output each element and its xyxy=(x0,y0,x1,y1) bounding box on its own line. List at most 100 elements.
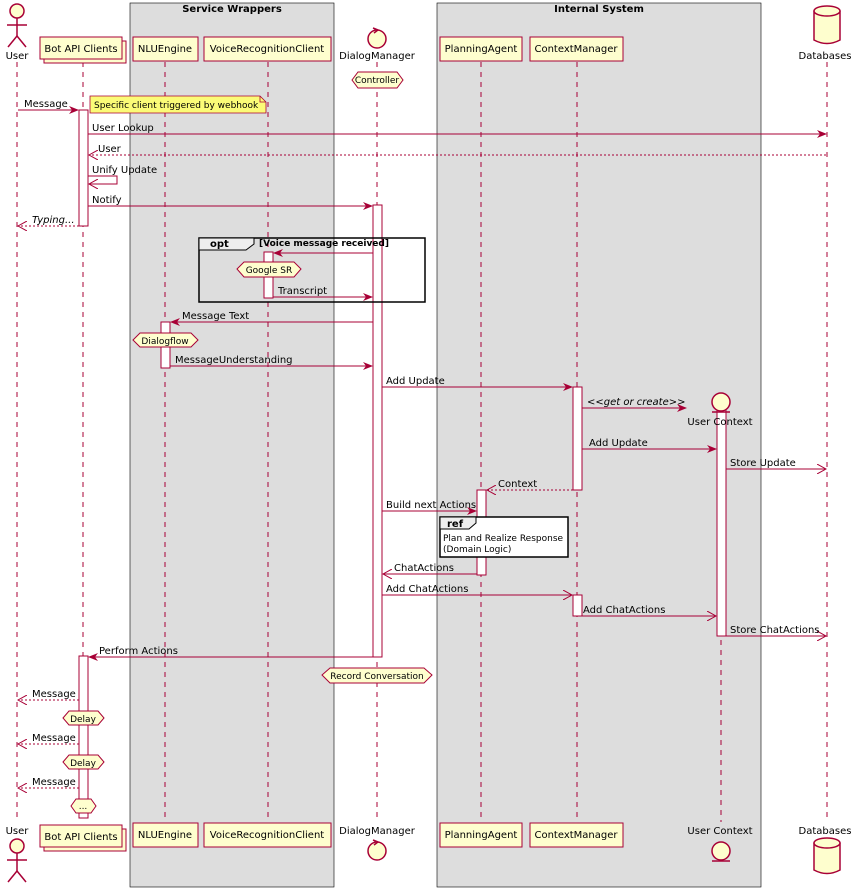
label-build-next-actions: Build next Actions xyxy=(386,500,476,511)
participant-databases-bottom: Databases xyxy=(799,826,852,875)
label-message-out-3: Message xyxy=(32,777,76,788)
hex-record-conversation-label: Record Conversation xyxy=(330,672,423,682)
label-unify-update: Unify Update xyxy=(92,165,157,176)
label-message-text: Message Text xyxy=(182,311,249,322)
fragment-opt: opt [Voice message received] xyxy=(198,237,426,303)
label-store-update: Store Update xyxy=(730,458,796,469)
label-add-update: Add Update xyxy=(386,376,445,387)
label-add-chat-actions-2: Add ChatActions xyxy=(583,605,665,616)
participant-bot-api-clients-label: Bot API Clients xyxy=(44,44,117,55)
participant-planning-agent-top: PlanningAgent xyxy=(439,36,523,62)
box-title-service-wrappers: Service Wrappers xyxy=(182,4,282,15)
activation-context-manager-2 xyxy=(572,594,583,617)
control-icon xyxy=(367,841,387,861)
participant-dialog-manager-bottom: DialogManager xyxy=(339,826,416,861)
fragment-ref-keyword: ref xyxy=(447,519,464,530)
label-message-out-2: Message xyxy=(32,733,76,744)
participant-planning-agent-bottom-label: PlanningAgent xyxy=(445,830,518,841)
actor-user-bottom xyxy=(7,838,27,883)
label-store-chat-actions: Store ChatActions xyxy=(730,625,820,636)
fragment-ref-line1: Plan and Realize Response xyxy=(443,534,564,544)
hex-controller: Controller xyxy=(351,71,404,89)
label-message-understanding: MessageUnderstanding xyxy=(175,355,293,366)
participant-user-context-label-mid: User Context xyxy=(687,417,752,428)
label-user-return: User xyxy=(98,144,122,155)
hex-google-sr: Google SR xyxy=(236,261,302,278)
note-webhook: Specific client triggered by webhook xyxy=(89,95,267,114)
participant-voice-recognition-client-bottom: VoiceRecognitionClient xyxy=(203,822,332,848)
participant-dialog-manager-bottom-label: DialogManager xyxy=(339,826,416,837)
activation-context-manager-1 xyxy=(572,386,583,491)
participants-bottom: User Bot API Clients NLUEngine VoiceReco… xyxy=(6,822,852,883)
hex-dialogflow: Dialogflow xyxy=(132,332,199,348)
participant-databases-label: Databases xyxy=(799,51,852,62)
label-message-out-1: Message xyxy=(32,689,76,700)
hex-ellipsis-label: ... xyxy=(79,802,88,812)
entity-icon xyxy=(711,841,731,861)
actor-head-icon xyxy=(9,838,25,854)
activation-dialog-manager xyxy=(372,204,383,658)
hex-ellipsis: ... xyxy=(70,798,97,814)
note-text: Specific client triggered by webhook xyxy=(94,101,259,111)
label-transcript: Transcript xyxy=(277,286,327,297)
hex-record-conversation: Record Conversation xyxy=(321,667,433,684)
label-perform-actions: Perform Actions xyxy=(99,646,178,657)
box-title-internal-system: Internal System xyxy=(554,4,644,15)
participant-context-manager-bottom-label: ContextManager xyxy=(534,830,618,841)
participants-top: User Bot API Clients NLUEngine VoiceReco… xyxy=(6,3,852,64)
participant-context-manager-bottom: ContextManager xyxy=(529,822,624,848)
participant-dialog-manager-label: DialogManager xyxy=(339,51,416,62)
database-icon xyxy=(813,843,841,875)
activations xyxy=(78,109,727,819)
entity-icon xyxy=(711,392,731,412)
actor-head-icon xyxy=(9,3,25,19)
label-message-in: Message xyxy=(24,99,68,110)
participant-context-manager-label: ContextManager xyxy=(534,44,618,55)
fragment-ref: ref Plan and Realize Response (Domain Lo… xyxy=(439,516,569,558)
participant-voice-recognition-client-label: VoiceRecognitionClient xyxy=(210,44,325,55)
actor-user-top xyxy=(7,3,27,48)
label-get-or-create: <<get or create>> xyxy=(587,397,686,408)
label-notify: Notify xyxy=(92,195,122,206)
label-user-lookup: User Lookup xyxy=(92,123,154,134)
participant-user-context-bottom-label: User Context xyxy=(687,826,752,837)
participant-nlu-engine-bottom: NLUEngine xyxy=(132,822,199,848)
control-icon xyxy=(367,29,387,49)
participant-user-top-label: User xyxy=(6,51,30,62)
participant-bot-api-clients-bottom-label: Bot API Clients xyxy=(44,832,117,843)
participant-databases-bottom-label: Databases xyxy=(799,826,852,837)
messages xyxy=(18,106,827,788)
hex-dialogflow-label: Dialogflow xyxy=(141,337,188,347)
hex-delay-2: Delay xyxy=(62,754,105,770)
box-service-wrappers: Service Wrappers xyxy=(129,2,335,888)
arrow-unify-update xyxy=(88,175,118,184)
participant-databases-top: Databases xyxy=(799,5,852,62)
fragment-opt-keyword: opt xyxy=(210,239,229,250)
hex-controller-label: Controller xyxy=(355,76,400,86)
activation-bot-api-1 xyxy=(78,109,89,227)
participant-bot-api-clients-top: Bot API Clients xyxy=(39,36,127,64)
fragment-opt-condition: [Voice message received] xyxy=(259,239,389,249)
database-icon xyxy=(813,11,841,45)
participant-voice-recognition-client-bottom-label: VoiceRecognitionClient xyxy=(210,830,325,841)
label-context: Context xyxy=(498,479,537,490)
label-chat-actions: ChatActions xyxy=(394,563,454,574)
participant-voice-recognition-client-top: VoiceRecognitionClient xyxy=(203,36,332,62)
hex-google-sr-label: Google SR xyxy=(246,266,293,276)
participant-nlu-engine-top: NLUEngine xyxy=(132,36,199,62)
participant-user-context-created: User Context xyxy=(687,392,753,428)
hex-delay-1: Delay xyxy=(62,710,105,726)
hex-delay-2-label: Delay xyxy=(70,759,96,769)
participant-nlu-engine-label: NLUEngine xyxy=(138,44,192,55)
participant-bot-api-clients-bottom: Bot API Clients xyxy=(39,824,127,852)
participant-planning-agent-label: PlanningAgent xyxy=(445,44,518,55)
participant-nlu-engine-bottom-label: NLUEngine xyxy=(138,830,192,841)
participant-planning-agent-bottom: PlanningAgent xyxy=(439,822,523,848)
label-typing: Typing... xyxy=(32,215,75,226)
label-add-chat-actions: Add ChatActions xyxy=(386,584,468,595)
participant-user-context-bottom: User Context xyxy=(687,826,753,862)
hex-delay-1-label: Delay xyxy=(70,715,96,725)
label-add-update-2: Add Update xyxy=(589,438,648,449)
message-labels: Message User Lookup User Unify Update No… xyxy=(24,99,820,788)
